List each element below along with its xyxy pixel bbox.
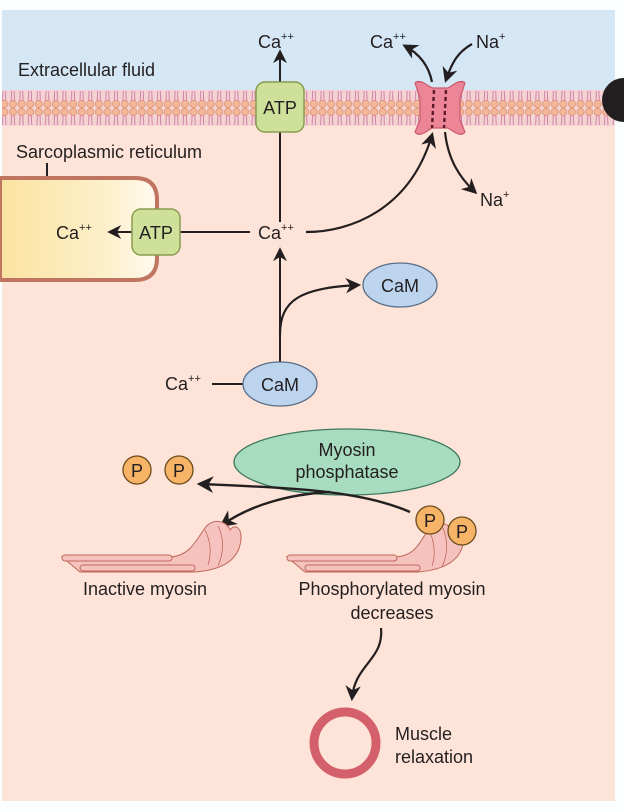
ion-symbol: Ca	[370, 32, 394, 52]
released-phosphate-2-label: P	[173, 461, 185, 481]
exchanger-ca-ion-label: Ca++	[370, 31, 406, 52]
muscle-relaxation-label-line2: relaxation	[395, 747, 473, 767]
ion-symbol: Ca	[56, 223, 80, 243]
cell-membrane-lipid-bilayer	[2, 90, 615, 126]
released-phosphate-2	[164, 455, 194, 485]
ion-charge: ++	[188, 373, 201, 385]
free-calmodulin	[362, 262, 438, 308]
phosphorylated-myosin-label-line2: decreases	[350, 603, 433, 623]
cam-freed-arrow	[278, 277, 362, 336]
sarcoplasmic-reticulum-label: Sarcoplasmic reticulum	[16, 142, 202, 162]
ion-symbol: Ca	[258, 223, 282, 243]
membrane-atp-pump	[255, 81, 305, 133]
exchanger-channel-pore	[430, 89, 448, 129]
sarcoplasmic-reticulum	[0, 176, 159, 282]
myosin-phosphatase-label-line1: Myosin	[318, 440, 375, 460]
ion-charge: ++	[79, 222, 92, 234]
ca-bound-calmodulin	[242, 361, 318, 407]
extracellular-ca-ion-label: Ca++	[258, 31, 294, 52]
cytosolic-na-ion-label: Na+	[480, 189, 509, 210]
panel-marker-circle	[602, 78, 624, 122]
relaxed-muscle-cell-icon	[309, 707, 381, 779]
membrane-atp-pump-label: ATP	[263, 98, 297, 118]
exchanger-ca-efflux-arrow	[402, 44, 434, 83]
free-calmodulin-label: CaM	[381, 276, 419, 296]
ion-charge: ++	[393, 31, 406, 43]
bound-phosphate-1	[415, 505, 445, 535]
exchanger-na-cytosol-arrow	[443, 131, 478, 195]
bound-calmodulin-label: CaM	[261, 375, 299, 395]
bound-phosphate-1-label: P	[424, 511, 436, 531]
na-ca-exchanger	[414, 80, 466, 135]
ion-charge: +	[499, 31, 505, 43]
relaxation-arrow	[345, 627, 383, 702]
ion-symbol: Ca	[258, 32, 282, 52]
released-phosphate-1	[122, 455, 152, 485]
ion-symbol: Na	[476, 32, 500, 52]
myosin-inactivation-arrow	[219, 490, 331, 527]
exchanger-na-influx-arrow	[442, 43, 473, 83]
cytosolic-ca-ion-label: Ca++	[258, 222, 294, 243]
sr-atp-pump	[131, 208, 181, 256]
extracellular-na-ion-label: Na+	[476, 31, 505, 52]
bound-phosphate-2	[447, 516, 477, 546]
ion-charge: +	[503, 189, 509, 201]
ion-charge: ++	[281, 31, 294, 43]
ion-symbol: Na	[480, 190, 504, 210]
cam-ca-ion-label: Ca++	[165, 373, 201, 394]
ca-to-exchanger-arrow	[305, 132, 436, 234]
phosphorylated-myosin-label-line1: Phosphorylated myosin	[298, 579, 485, 599]
inactive-myosin-label: Inactive myosin	[83, 579, 207, 599]
extracellular-region	[2, 10, 615, 90]
ion-symbol: Ca	[165, 374, 189, 394]
sr-atp-pump-label: ATP	[139, 223, 173, 243]
inactive-myosin	[60, 521, 242, 573]
sr-ca-ion-label: Ca++	[56, 222, 92, 243]
ion-charge: ++	[281, 222, 294, 234]
myosin-phosphatase-label-line2: phosphatase	[295, 462, 398, 482]
bound-phosphate-2-label: P	[456, 522, 468, 542]
released-phosphate-1-label: P	[131, 461, 143, 481]
phosphate-release-arrow	[196, 476, 411, 514]
extracellular-fluid-label: Extracellular fluid	[18, 60, 155, 80]
muscle-relaxation-label-line1: Muscle	[395, 724, 452, 744]
